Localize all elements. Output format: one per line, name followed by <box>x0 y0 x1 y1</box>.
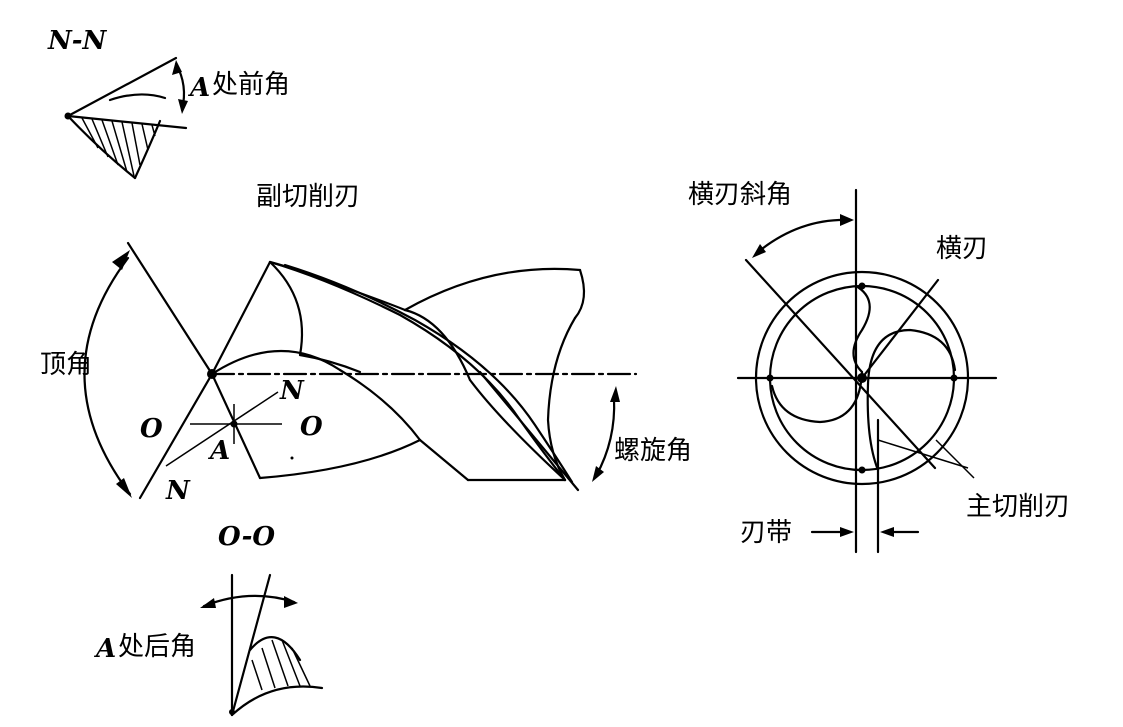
n-upper-label: N <box>280 376 304 406</box>
nn-section-label: N-N <box>48 26 107 56</box>
o-right-label: O <box>300 412 323 442</box>
o-left-label: O <box>140 414 163 444</box>
oo-section-label: O-O <box>218 522 276 552</box>
helix-angle-label: 螺旋角 <box>614 436 693 466</box>
drill-body-view <box>83 241 638 500</box>
oo-section-view <box>200 573 324 717</box>
nn-section-view <box>64 56 188 180</box>
major-cutting-edge-label: 主切削刃 <box>966 492 1071 522</box>
rake-angle-a-label: A <box>190 73 211 103</box>
n-lower-label: N <box>166 476 190 506</box>
margin-label: 刃带 <box>740 518 793 548</box>
chisel-edge-label: 横刃 <box>936 234 989 264</box>
chisel-edge-angle-label: 横刃斜角 <box>688 180 793 210</box>
rake-angle-label: 处前角 <box>212 70 291 100</box>
clearance-angle-label: 处后角 <box>118 632 197 662</box>
a-point-label: A <box>210 436 231 466</box>
minor-cutting-edge-label: 副切削刃 <box>256 182 361 212</box>
clearance-angle-a-label: A <box>96 634 117 664</box>
point-angle-label: 顶角 <box>40 350 93 380</box>
drill-end-view <box>736 188 998 554</box>
